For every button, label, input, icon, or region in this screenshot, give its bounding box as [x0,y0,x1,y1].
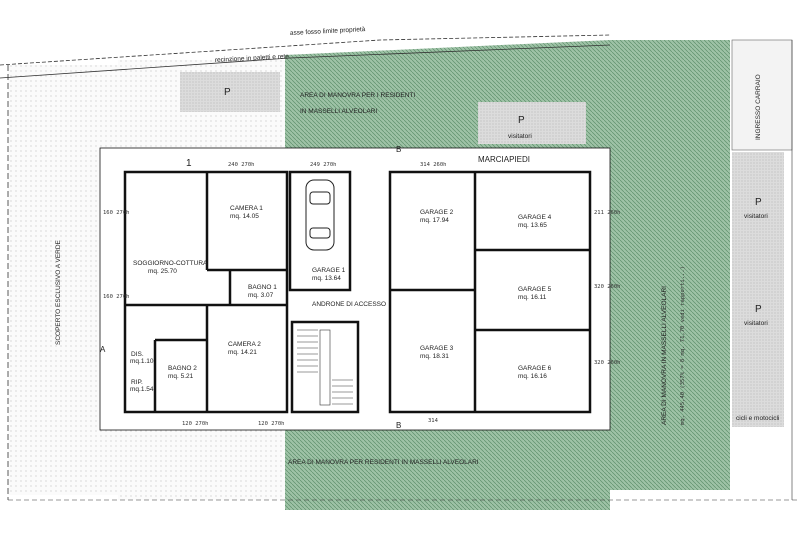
room-rip-area: mq.1.54 [130,386,154,393]
room-soggiorno-name: SOGGIORNO-COTTURA [133,260,208,267]
room-bagno1-area: mq. 3.07 [248,292,274,299]
maneuver-top-label-2: IN MASSELLI ALVEOLARI [300,108,377,115]
room-androne-name: ANDRONE DI ACCESSO [312,301,386,308]
garage-2-area: mq. 17.94 [420,217,449,224]
parking-right-1 [732,152,784,262]
maneuver-right-label: AREA DI MANOVRA IN MASSELLI ALVEOLARI [661,286,668,425]
garage-walls [288,170,592,414]
property-line [0,34,611,66]
garage-6-name: GARAGE 6 [518,365,552,372]
visitors-label-top: visitatori [508,133,532,140]
garage-4-name: GARAGE 4 [518,214,552,221]
fence-label: recinzione in paletti e rete [215,53,290,64]
apartment-walls [123,170,289,414]
parking-symbol-top-right: P [518,115,525,126]
garage-1-name: GARAGE 1 [312,267,346,274]
maneuver-right-note: mq. 445,40 (357% = 8 mq. 71,70 vedi rapp… [680,266,686,425]
car-icon [305,179,335,251]
staircase [297,329,353,406]
room-soggiorno-area: mq. 25.70 [148,268,177,275]
parking-symbol-right-2: P [755,304,762,315]
maneuver-top-label-1: AREA DI MANOVRA PER I RESIDENTI [300,92,415,99]
dim-left-upper: 160 270h [103,210,130,216]
visitors-label-right-1: visitatori [744,213,768,220]
parking-symbol-right-1: P [755,197,762,208]
room-bagno1-name: BAGNO 1 [248,284,277,291]
room-camera1-name: CAMERA 1 [230,205,263,212]
dim-garage2-top: 314 260h [420,162,447,168]
fence-line [0,44,611,79]
maneuver-bottom-label: AREA DI MANOVRA PER RESIDENTI IN MASSELL… [288,459,479,466]
dim-garage1-top: 249 270h [310,162,337,168]
dim-left-lower: 160 270h [103,294,130,300]
dim-garage3-bottom: 314 [428,418,439,424]
dim-garage6-right: 320 260h [594,360,621,366]
dim-top-camera: 240 270h [228,162,255,168]
garage-5-area: mq. 16.11 [518,294,547,301]
unit-number: 1 [186,158,192,169]
garage-1-area: mq. 13.64 [312,275,341,282]
parking-top-right [478,102,586,144]
garden-label: SCOPERTO ESCLUSIVO A VERDE [55,239,62,345]
dim-garage4-right: 211 260h [594,210,621,216]
garage-3-area: mq. 18.31 [420,353,449,360]
section-mark-b-top: B [396,145,401,154]
section-mark-a: A [100,345,106,354]
room-bagno2-area: mq. 5.21 [168,373,194,380]
parking-symbol-top-left: P [224,87,231,98]
room-camera2-name: CAMERA 2 [228,341,261,348]
entrance-road [731,39,793,151]
maneuver-area-right [610,40,730,490]
garage-4-area: mq. 13.65 [518,222,547,229]
parking-top-left [180,72,280,112]
maneuver-area-bottom [285,430,610,510]
room-camera1-area: mq. 14.05 [230,213,259,220]
garage-2-name: GARAGE 2 [420,209,454,216]
bikes-label: cicli e motocicli [736,415,779,422]
dim-bottom-1: 120 270h [182,421,209,427]
room-camera2-area: mq. 14.21 [228,349,257,356]
entrance-road-label: INGRESSO CARRAIO [755,74,762,140]
lot-bottom-strip [118,430,288,500]
dim-garage5-right: 320 260h [594,284,621,290]
garage-3-name: GARAGE 3 [420,345,454,352]
section-mark-b-bottom: B [396,421,401,430]
sidewalk-label: MARCIAPIEDI [478,155,530,164]
room-dis-area: mq.1.10 [130,358,154,365]
property-line-label: asse fosso limite proprietà [290,26,366,37]
visitors-label-right-2: visitatori [744,320,768,327]
dim-bottom-2: 120 270h [258,421,285,427]
building-outline [99,147,611,431]
room-bagno2-name: BAGNO 2 [168,365,197,372]
garage-6-area: mq. 16.16 [518,373,547,380]
parking-right-2 [732,262,784,372]
garage-5-name: GARAGE 5 [518,286,552,293]
room-rip-name: RIP. [131,379,143,386]
bike-parking [732,372,784,427]
room-dis-name: DIS. [131,351,144,358]
